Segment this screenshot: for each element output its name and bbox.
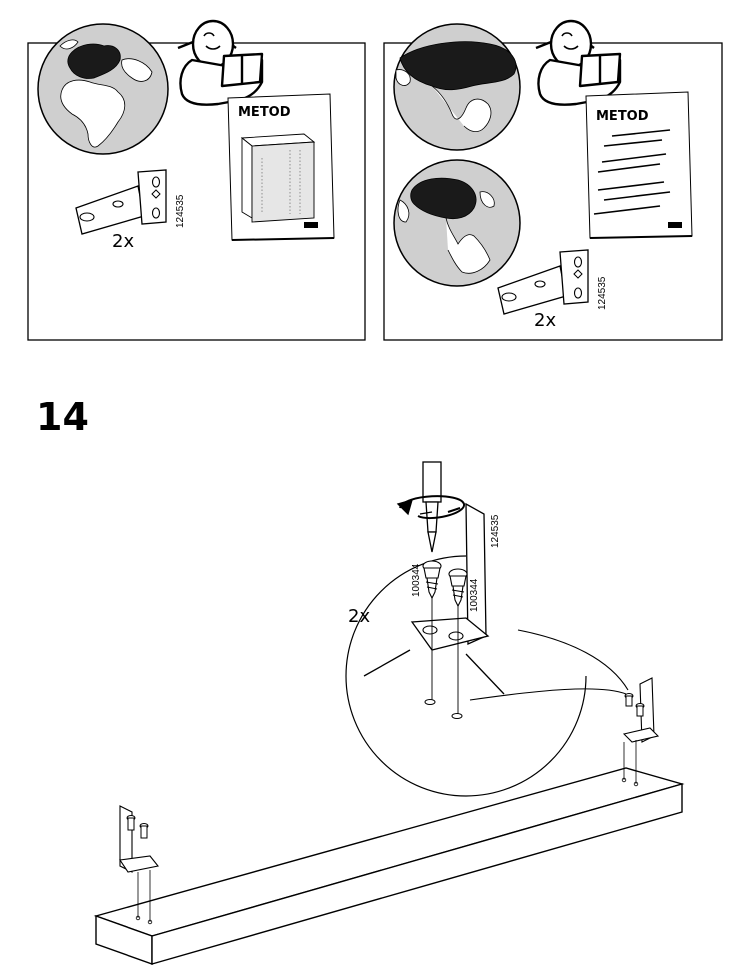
globe-asia-icon — [393, 23, 521, 151]
wall-bracket-part — [75, 169, 167, 235]
quantity-label: 2x — [112, 231, 134, 252]
metod-manual-booklet — [585, 91, 693, 239]
detail-quantity-label: 2x — [348, 606, 370, 627]
bracket-assembly-left — [119, 805, 159, 922]
step-number: 14 — [36, 395, 89, 439]
detail-callout — [345, 461, 629, 797]
screw-part-number: 100344 — [411, 563, 422, 597]
manual-title: METOD — [238, 105, 291, 120]
metod-manual-booklet — [227, 93, 335, 241]
part-number-label: 124535 — [175, 194, 186, 228]
globe-europe-africa-icon — [37, 23, 169, 155]
bracket-assembly-right — [622, 677, 660, 784]
bracket-part-number: 124535 — [490, 514, 501, 548]
info-panel-left: METOD 124535 2x — [27, 19, 366, 341]
part-number-label: 124535 — [597, 276, 608, 310]
screwdriver-icon — [396, 461, 465, 553]
manual-title: METOD — [596, 109, 649, 124]
read-manual-man-icon — [535, 19, 622, 106]
quantity-label: 2x — [534, 310, 556, 331]
globe-china-icon — [393, 159, 521, 287]
wall-bracket-part — [497, 249, 589, 315]
screw-part-number: 100344 — [469, 578, 480, 612]
read-manual-man-icon — [177, 19, 264, 106]
info-panel-right: METOD 124535 2x — [383, 19, 723, 341]
plinth-board — [93, 767, 685, 965]
